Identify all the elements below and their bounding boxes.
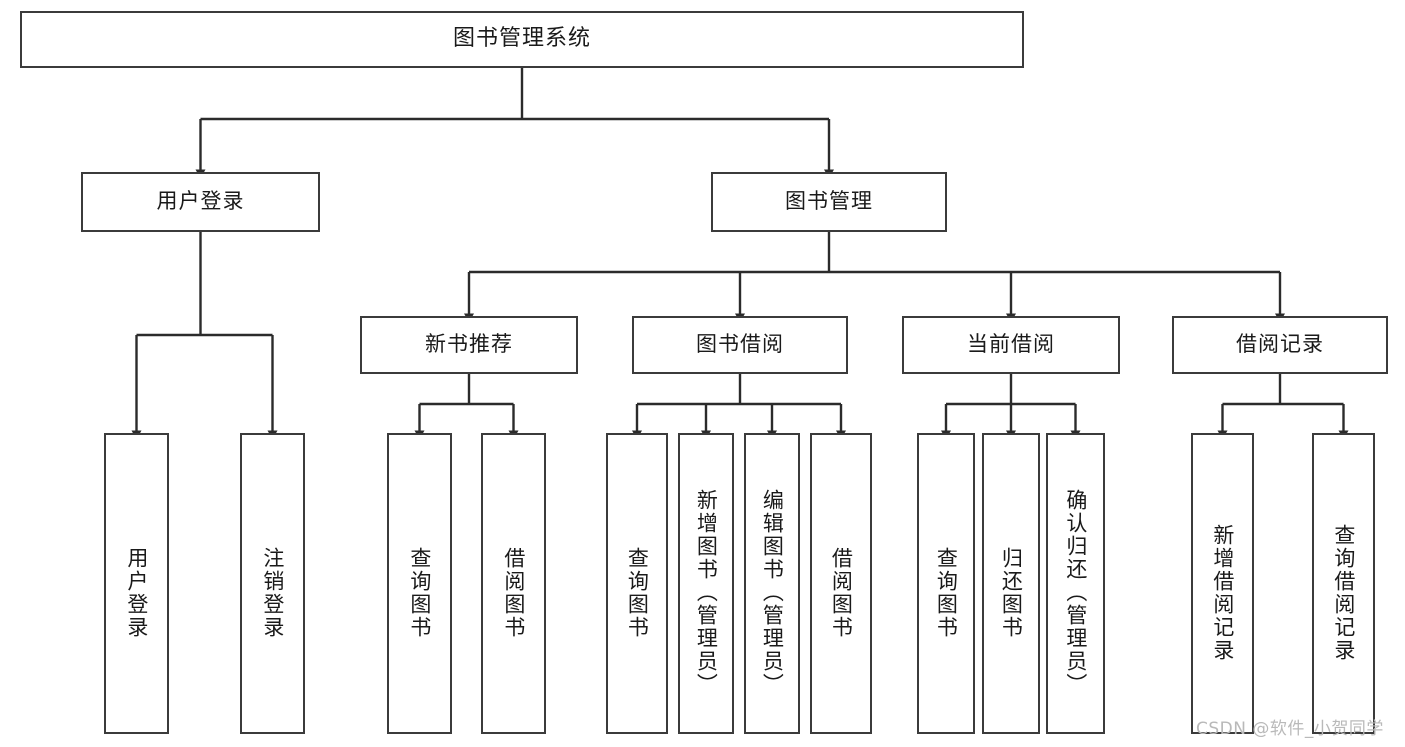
node-label: 借阅记录 (1236, 332, 1324, 357)
node-leaf-user-login[interactable]: 用户登录 (104, 433, 169, 734)
node-leaf-edit-book[interactable]: 编辑图书（管理员） (744, 433, 800, 734)
node-label: 归还图书 (999, 546, 1024, 639)
node-leaf-query-book-2[interactable]: 查询图书 (606, 433, 668, 734)
node-label: 借阅图书 (501, 546, 526, 639)
node-label: 查询借阅记录 (1331, 523, 1356, 662)
node-leaf-add-record[interactable]: 新增借阅记录 (1191, 433, 1254, 734)
node-label: 新增借阅记录 (1210, 523, 1235, 662)
node-leaf-return-book[interactable]: 归还图书 (982, 433, 1040, 734)
node-label: 编辑图书（管理员） (760, 489, 785, 696)
node-label: 借阅图书 (829, 546, 854, 639)
node-label: 查询图书 (934, 546, 959, 639)
node-leaf-borrow-book-2[interactable]: 借阅图书 (810, 433, 872, 734)
node-borrow-record[interactable]: 借阅记录 (1172, 316, 1388, 374)
node-leaf-query-record[interactable]: 查询借阅记录 (1312, 433, 1375, 734)
node-label: 当前借阅 (967, 332, 1055, 357)
node-label: 注销登录 (260, 546, 285, 639)
node-label: 图书借阅 (696, 332, 784, 357)
node-leaf-confirm-return[interactable]: 确认归还（管理员） (1046, 433, 1105, 734)
node-label: 用户登录 (156, 189, 245, 214)
node-label: 图书管理系统 (452, 26, 591, 52)
node-new-book-rec[interactable]: 新书推荐 (360, 316, 578, 374)
node-label: 查询图书 (407, 546, 432, 639)
node-label: 用户登录 (124, 546, 149, 639)
node-label: 图书管理 (785, 189, 873, 214)
node-leaf-borrow-book-1[interactable]: 借阅图书 (481, 433, 546, 734)
node-leaf-add-book[interactable]: 新增图书（管理员） (678, 433, 734, 734)
node-user-login[interactable]: 用户登录 (81, 172, 320, 232)
node-leaf-query-book-3[interactable]: 查询图书 (917, 433, 975, 734)
node-label: 确认归还（管理员） (1063, 489, 1088, 696)
csdn-watermark: CSDN @软件_小贺同学 (1196, 719, 1384, 739)
node-label: 查询图书 (625, 546, 650, 639)
node-current-borrow[interactable]: 当前借阅 (902, 316, 1120, 374)
node-leaf-query-book-1[interactable]: 查询图书 (387, 433, 452, 734)
node-label: 新增图书（管理员） (694, 489, 719, 696)
node-book-borrow[interactable]: 图书借阅 (632, 316, 848, 374)
node-leaf-logout[interactable]: 注销登录 (240, 433, 305, 734)
node-label: 新书推荐 (425, 332, 513, 357)
node-root[interactable]: 图书管理系统 (20, 11, 1024, 68)
node-book-manage[interactable]: 图书管理 (711, 172, 947, 232)
